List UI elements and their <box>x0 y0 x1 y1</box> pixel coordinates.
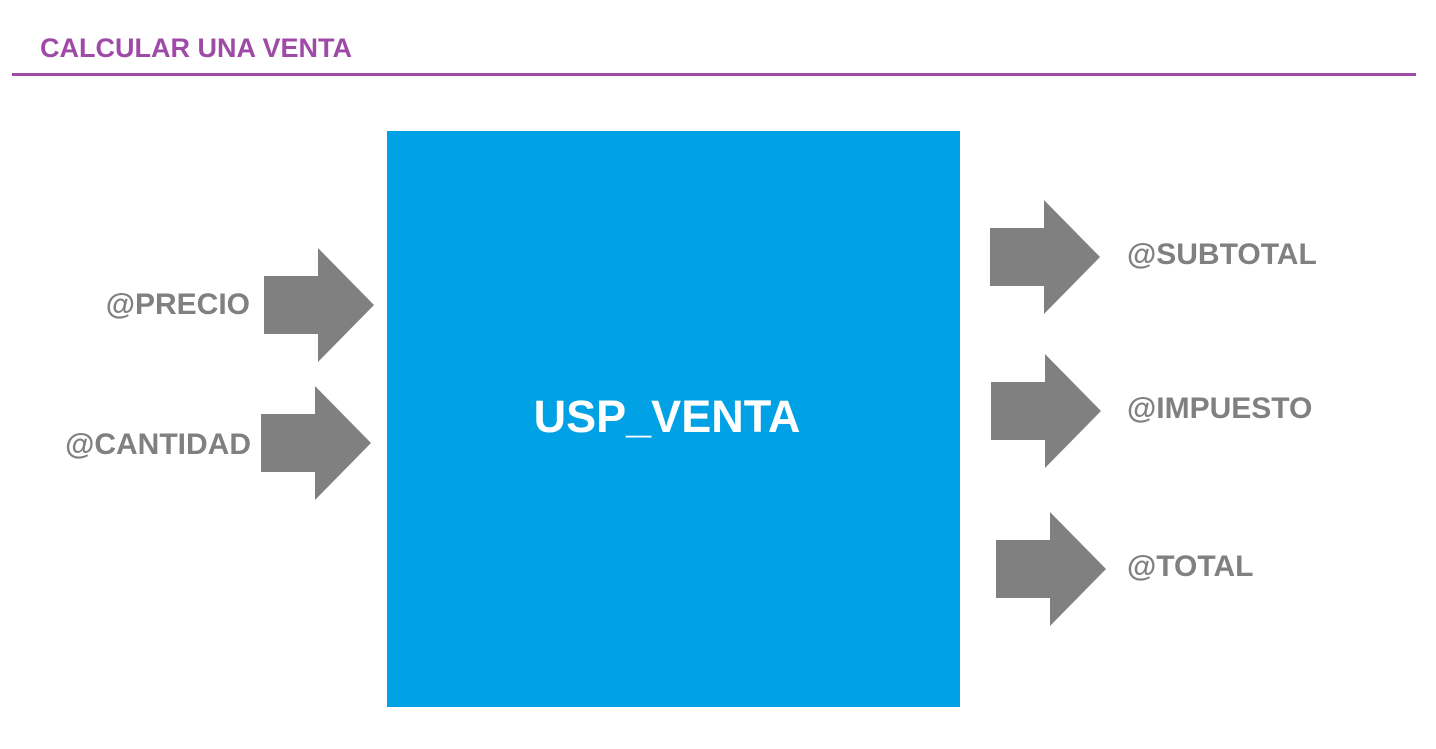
input-label-cantidad: @CANTIDAD <box>65 428 251 461</box>
input-arrow-precio-icon <box>264 248 374 362</box>
output-arrow-total-icon <box>996 512 1106 626</box>
procedure-name: USP_VENTA <box>533 391 801 442</box>
input-arrow-cantidad-icon <box>261 386 371 500</box>
title-underline <box>12 73 1416 76</box>
output-arrow-subtotal-icon <box>990 200 1100 314</box>
input-label-precio: @PRECIO <box>105 288 250 321</box>
output-label-subtotal: @SUBTOTAL <box>1127 238 1317 271</box>
output-label-impuesto: @IMPUESTO <box>1127 392 1313 425</box>
output-arrow-impuesto-icon <box>991 354 1101 468</box>
procedure-box <box>387 131 960 707</box>
output-label-total: @TOTAL <box>1127 550 1254 583</box>
diagram-title: CALCULAR UNA VENTA <box>40 33 352 63</box>
